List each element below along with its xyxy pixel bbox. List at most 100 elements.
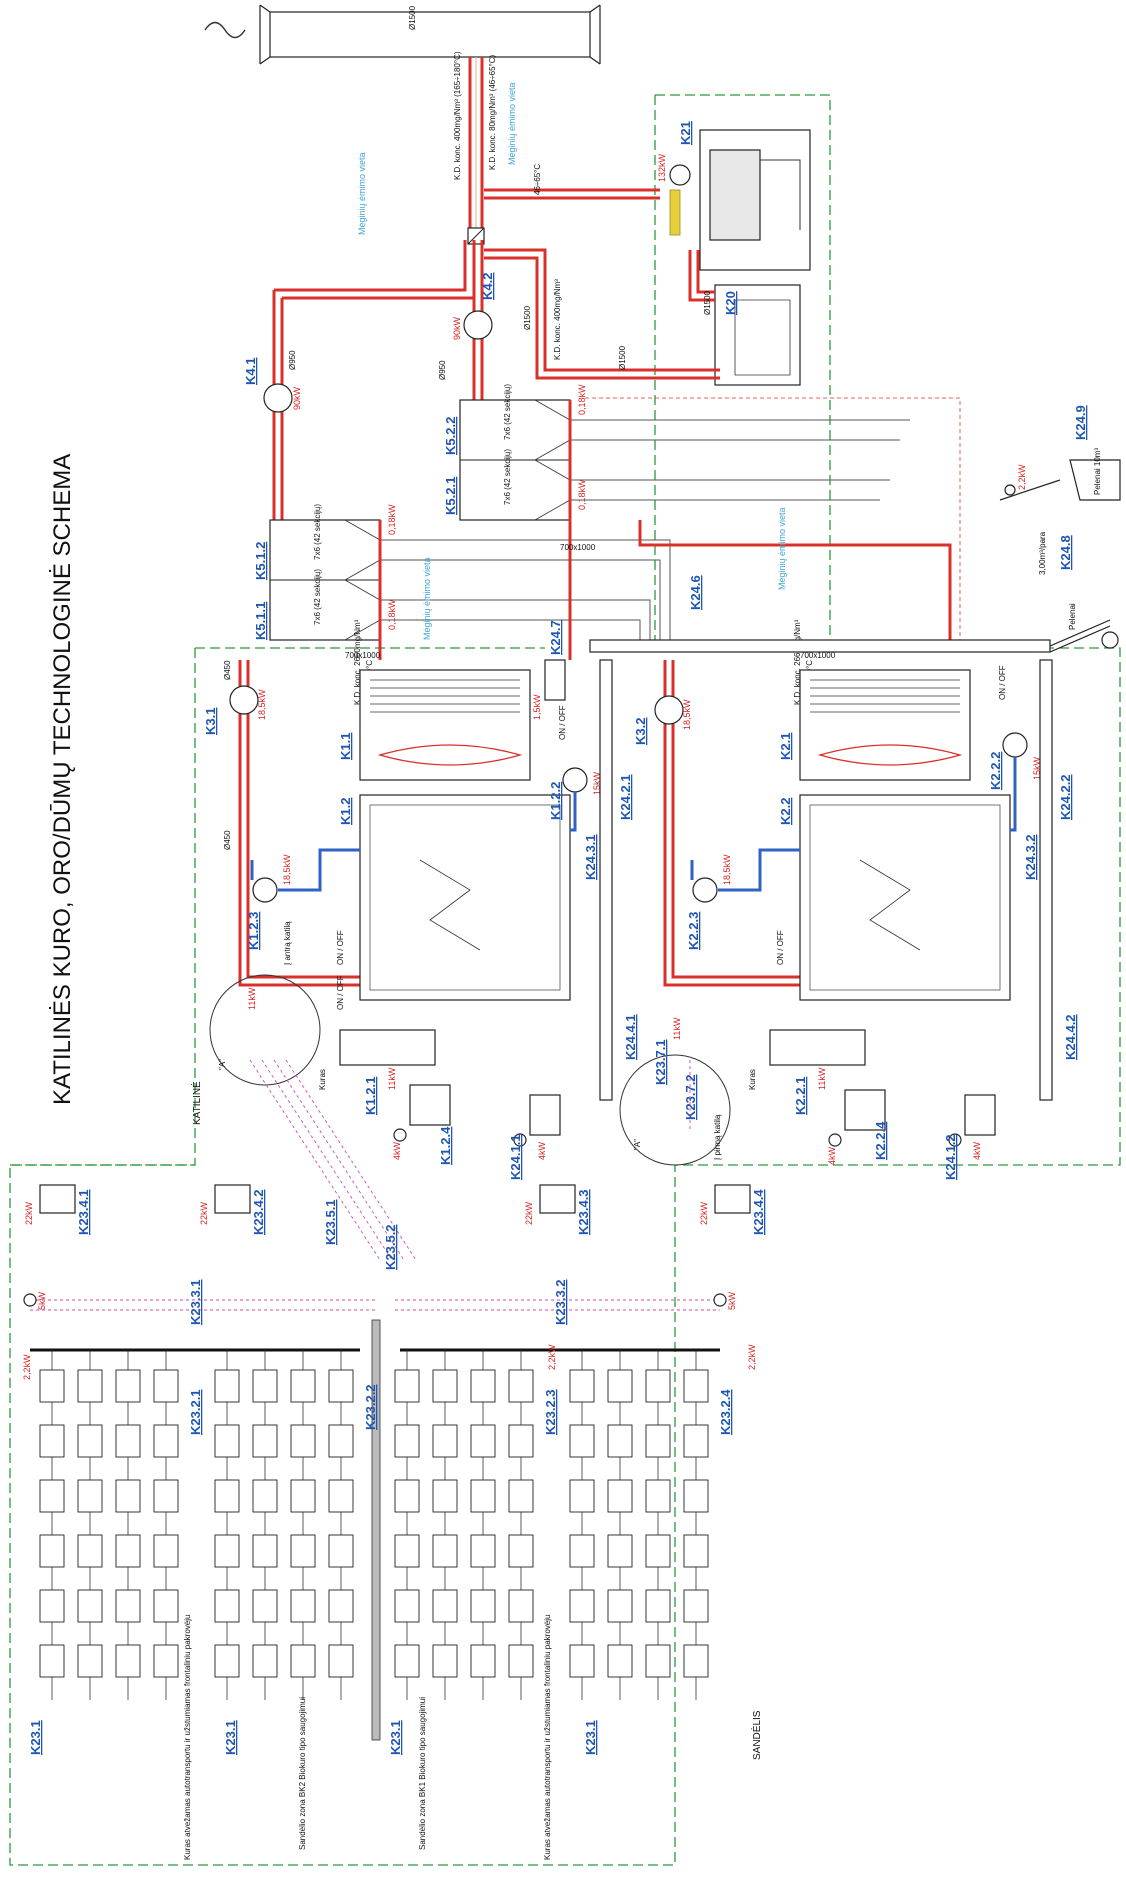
on-off-4: ON / OFF	[776, 930, 785, 965]
k23-2-2-label: K23.2.2	[363, 1384, 378, 1430]
control-dash-a	[585, 397, 961, 640]
k23-3-2-motor[interactable]	[713, 1293, 727, 1307]
k3-1-fan[interactable]	[229, 685, 259, 715]
k21-fan[interactable]	[669, 164, 691, 186]
katiline-label: KATILINĖ	[190, 1081, 203, 1125]
k1-2-3-power: 18,5kW	[282, 854, 292, 885]
k2-2-2-fan[interactable]	[1002, 732, 1028, 758]
detail-a-circle	[209, 974, 321, 1086]
detail-a-label: "A"	[218, 1059, 227, 1070]
smoke-icon	[204, 21, 246, 39]
detail-a-power-1: 11kW	[247, 987, 257, 1010]
k24-1-1-motor[interactable]	[513, 1133, 527, 1147]
k2-2-4-label: K2.2.4	[873, 1121, 888, 1160]
zone-bk1-note: Sandėlio zona BK1 Biokuro tipo saugojimu…	[418, 1697, 427, 1850]
k24-1-2-motor[interactable]	[948, 1133, 962, 1147]
walking-floor-block	[290, 1644, 316, 1678]
walking-floor-block	[683, 1424, 709, 1458]
ash-container-label: Pelenai 10m³	[1093, 448, 1102, 495]
on-off-3: ON / OFF	[558, 705, 567, 740]
k1-2-2-pipe	[570, 792, 577, 832]
k1-2-3-fan[interactable]	[252, 877, 278, 903]
walking-floor-block	[607, 1644, 633, 1678]
k1-2-furnace[interactable]	[359, 794, 571, 1001]
walking-floor-block	[290, 1534, 316, 1568]
k1-1-body[interactable]	[359, 669, 531, 781]
k2-2-furnace[interactable]	[799, 794, 1011, 1001]
k2-1-body[interactable]	[799, 669, 971, 781]
sampling-point-2: Mėginių ėmimo vieta	[357, 152, 367, 235]
k20-inner	[734, 299, 791, 376]
k2-2-3-label: K2.2.3	[686, 912, 701, 950]
k23-4-2-unit[interactable]	[214, 1184, 251, 1214]
k20-body[interactable]	[714, 284, 801, 386]
k4-1-fan[interactable]	[263, 383, 293, 413]
k1-2-1-feeder[interactable]	[339, 1029, 436, 1066]
k23-5-2-label: K23.5.2	[383, 1224, 398, 1270]
fuel-note-1: Kuras atvežamas autotransportu ir užstum…	[183, 1615, 192, 1860]
flue-damper-main-blade	[467, 227, 485, 245]
sampling-point-3: Mėginių ėmimo vieta	[422, 557, 432, 640]
kuras-label-2: Kuras	[748, 1069, 757, 1090]
k2-2-3-fan[interactable]	[692, 877, 718, 903]
k4-1-label: K4.1	[243, 358, 258, 385]
k2-2-1-feeder[interactable]	[769, 1029, 866, 1066]
k2-2-1-power: 11kW	[817, 1067, 827, 1090]
chimney-ends	[259, 5, 601, 64]
k3-2-power: 18,5kW	[682, 699, 692, 730]
walking-floor-block	[645, 1369, 671, 1403]
ash-conveyor-main[interactable]	[589, 639, 1051, 653]
k2-2-3-power: 18,5kW	[722, 854, 732, 885]
k24-1-2-unit[interactable]	[964, 1094, 996, 1136]
k4-2-fan[interactable]	[463, 310, 493, 340]
k24-9-container[interactable]	[1069, 459, 1121, 501]
walking-floor-block	[214, 1644, 240, 1678]
k23-4-3-unit[interactable]	[539, 1184, 576, 1214]
duct-label-1: 700x1000	[345, 651, 381, 660]
k2-2-4-motor[interactable]	[828, 1133, 842, 1147]
k2-2-4-unit[interactable]	[844, 1089, 886, 1131]
d950-label: Ø950	[288, 350, 297, 370]
storage: SANDĖLIS K23.4.1 K23.4.2 K23.4.3 K23.4.4…	[22, 1184, 766, 1860]
k5-1-power-a: 0,18kW	[387, 504, 397, 535]
k21-core	[709, 149, 761, 241]
k1-2-4-unit[interactable]	[409, 1084, 451, 1126]
pipe-to-k20	[484, 248, 720, 372]
conc-2660-a: K.D. konc. 2660mg/Nm³	[353, 619, 362, 705]
on-off-2: ON / OFF	[336, 975, 345, 1010]
k23-2-3-power: 2,2kW	[547, 1344, 557, 1370]
k3-2-fan[interactable]	[654, 695, 684, 725]
walking-floor-block	[214, 1534, 240, 1568]
pipe-k21-k20-2	[696, 250, 715, 294]
k24-3-2-label: K24.3.2	[1023, 834, 1038, 880]
walking-floor-block	[252, 1369, 278, 1403]
k24-auger-2[interactable]	[1039, 659, 1053, 1101]
k1-2-1-power: 11kW	[387, 1067, 397, 1090]
k24-4-2-label: K24.4.2	[1063, 1014, 1078, 1060]
k24-1-1-unit[interactable]	[529, 1094, 561, 1136]
k24-1-2-label: K24.1.2	[943, 1134, 958, 1180]
k1-2-2-fan[interactable]	[562, 767, 588, 793]
k23-2-1-label: K23.2.1	[188, 1389, 203, 1435]
k5-2-2-label: K5.2.2	[443, 417, 458, 455]
k3-1-power: 18,5kW	[257, 689, 267, 720]
walking-floor-block	[39, 1589, 65, 1623]
on-off-5: ON / OFF	[998, 665, 1007, 700]
to-second-boiler: Į antrą katilą	[283, 921, 292, 965]
k1-2-4-motor[interactable]	[393, 1128, 407, 1142]
k24-7-unit[interactable]	[544, 659, 566, 701]
k23-3-1-motor[interactable]	[23, 1293, 37, 1307]
ash-conveyor-drive[interactable]	[1101, 631, 1119, 649]
k24-9-motor[interactable]	[1004, 484, 1016, 496]
walking-floor-block	[645, 1534, 671, 1568]
k24-9-label: K24.9	[1073, 405, 1088, 440]
k5-2-ash-lines	[570, 419, 910, 501]
k23-4-4-unit[interactable]	[714, 1184, 751, 1214]
k5-2-1-label: K5.2.1	[443, 477, 458, 515]
walking-floor-block	[153, 1589, 179, 1623]
k1-2-3-label: K1.2.3	[246, 912, 261, 950]
k23-4-1-unit[interactable]	[39, 1184, 76, 1214]
kuras-label: Kuras	[318, 1069, 327, 1090]
k24-auger-1[interactable]	[599, 659, 613, 1101]
